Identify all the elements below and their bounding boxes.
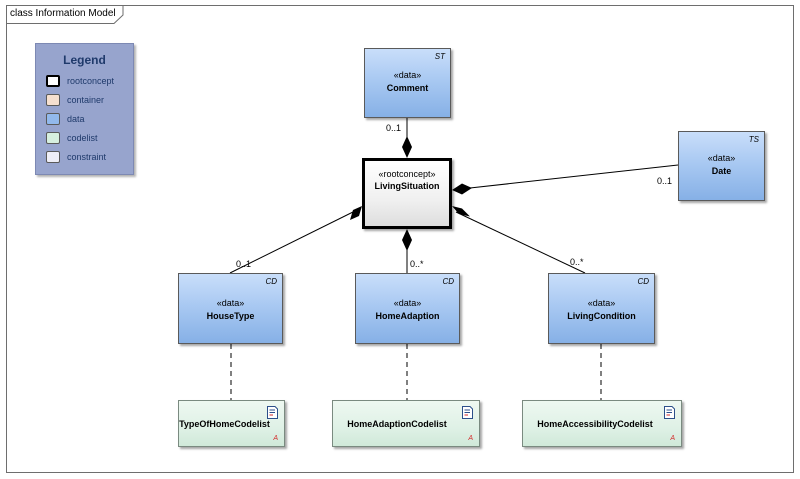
codelist-home-accessibility[interactable]: HomeAccessibilityCodelist A [522, 400, 682, 447]
codelist-home-adaption[interactable]: HomeAdaptionCodelist A [332, 400, 480, 447]
frame-title-tab [6, 5, 124, 24]
class-living-situation[interactable]: «rootconcept» LivingSituation [362, 158, 452, 229]
diamond-house-type [350, 206, 362, 220]
codelist-name: HomeAccessibilityCodelist [537, 418, 653, 429]
legend-swatch-rootconcept [46, 75, 60, 87]
legend-swatch-constraint [46, 151, 60, 163]
codelist-name: TypeOfHomeCodelist [179, 418, 270, 429]
class-stereotype: «data» [393, 70, 422, 80]
legend-swatch-container [46, 94, 60, 106]
abstract-marker: A [273, 435, 278, 442]
multiplicity-living-condition: 0..* [570, 257, 584, 267]
frame-title: class Information Model [10, 8, 116, 19]
class-living-condition[interactable]: CD «data» LivingCondition [548, 273, 655, 344]
class-tag: CD [265, 277, 277, 286]
codelist-type-of-home[interactable]: TypeOfHomeCodelist A [178, 400, 285, 447]
class-date[interactable]: TS «data» Date [678, 131, 765, 201]
class-stereotype: «rootconcept» [378, 169, 436, 179]
class-name: LivingCondition [567, 311, 636, 321]
class-tag: CD [442, 277, 454, 286]
edge-date [469, 164, 679, 189]
legend: Legend rootconcept container data codeli… [35, 43, 134, 175]
diamond-date [452, 183, 472, 195]
class-name: HomeAdaption [375, 311, 440, 321]
diagram-frame [6, 5, 794, 473]
legend-label: codelist [67, 133, 98, 143]
multiplicity-home-adaption: 0..* [410, 259, 424, 269]
class-name: HouseType [206, 311, 255, 321]
class-tag: ST [434, 52, 445, 61]
legend-swatch-codelist [46, 132, 60, 144]
document-icon [462, 406, 473, 419]
abstract-marker: A [468, 435, 473, 442]
class-house-type[interactable]: CD «data» HouseType [178, 273, 283, 344]
class-tag: TS [748, 135, 759, 144]
class-name: Date [711, 166, 732, 176]
legend-label: rootconcept [67, 76, 115, 86]
class-home-adaption[interactable]: CD «data» HomeAdaption [355, 273, 460, 344]
legend-title: Legend [63, 53, 106, 67]
class-name: Comment [386, 83, 429, 93]
diamond-home-adaption [402, 229, 412, 251]
class-stereotype: «data» [216, 298, 245, 308]
class-stereotype: «data» [587, 298, 616, 308]
class-stereotype: «data» [707, 153, 736, 163]
edge-house-type [229, 209, 358, 274]
multiplicity-comment: 0..1 [386, 123, 402, 133]
class-tag: CD [637, 277, 649, 286]
class-name: LivingSituation [374, 181, 440, 191]
diamond-comment [402, 136, 412, 158]
multiplicity-house-type: 0..1 [236, 259, 252, 269]
legend-label: container [67, 95, 105, 105]
legend-label: data [67, 114, 85, 124]
legend-label: constraint [67, 152, 107, 162]
class-stereotype: «data» [393, 298, 422, 308]
diamond-living-condition [452, 206, 470, 217]
legend-swatch-data [46, 113, 60, 125]
document-icon [267, 406, 278, 419]
abstract-marker: A [670, 435, 675, 442]
document-icon [664, 406, 675, 419]
multiplicity-date: 0..1 [657, 176, 673, 186]
codelist-name: HomeAdaptionCodelist [347, 418, 447, 429]
class-comment[interactable]: ST «data» Comment [364, 48, 451, 118]
edge-living-condition [455, 211, 586, 274]
